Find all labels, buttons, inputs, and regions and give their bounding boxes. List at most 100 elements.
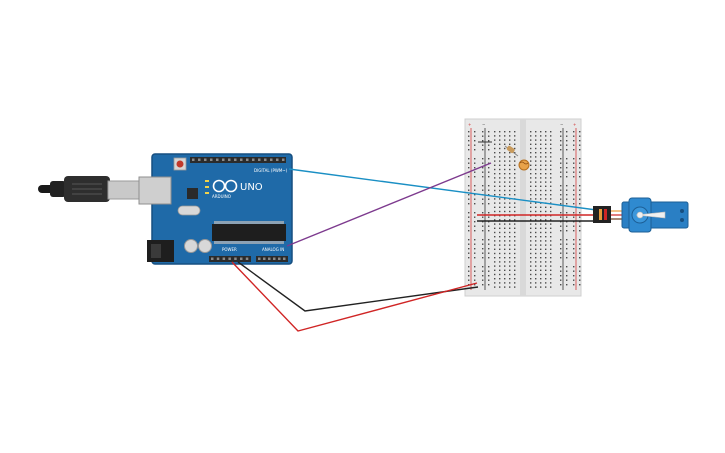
- breadboard-rail-hole[interactable]: [482, 284, 484, 286]
- breadboard-rail-hole[interactable]: [488, 167, 490, 169]
- breadboard-rail-hole[interactable]: [482, 198, 484, 200]
- breadboard-hole[interactable]: [504, 240, 506, 242]
- breadboard-hole[interactable]: [494, 164, 496, 166]
- breadboard-hole[interactable]: [514, 227, 516, 229]
- breadboard-hole[interactable]: [494, 257, 496, 259]
- breadboard-hole[interactable]: [540, 156, 542, 158]
- power-pin[interactable]: [240, 257, 243, 261]
- breadboard-rail-hole[interactable]: [566, 158, 568, 160]
- power-pin[interactable]: [211, 257, 214, 261]
- breadboard-hole[interactable]: [535, 265, 537, 267]
- breadboard-rail-hole[interactable]: [573, 131, 575, 133]
- breadboard-hole[interactable]: [499, 248, 501, 250]
- breadboard-hole[interactable]: [499, 244, 501, 246]
- breadboard-rail-hole[interactable]: [573, 212, 575, 214]
- breadboard-hole[interactable]: [514, 210, 516, 213]
- breadboard-rail-hole[interactable]: [468, 225, 470, 227]
- breadboard-rail-hole[interactable]: [482, 149, 484, 151]
- breadboard-rail-hole[interactable]: [579, 284, 581, 286]
- breadboard-hole[interactable]: [499, 189, 501, 192]
- breadboard-rail-hole[interactable]: [488, 284, 490, 286]
- breadboard-rail-hole[interactable]: [560, 194, 562, 196]
- breadboard-hole[interactable]: [540, 244, 542, 246]
- breadboard-hole[interactable]: [509, 244, 511, 246]
- breadboard-rail-hole[interactable]: [566, 279, 568, 281]
- breadboard-rail-hole[interactable]: [482, 257, 484, 259]
- breadboard-hole[interactable]: [504, 265, 506, 267]
- breadboard-hole[interactable]: [530, 152, 532, 154]
- breadboard-rail-hole[interactable]: [579, 270, 581, 272]
- breadboard-hole[interactable]: [509, 282, 511, 284]
- breadboard-rail-hole[interactable]: [573, 270, 575, 272]
- breadboard-hole[interactable]: [494, 206, 496, 208]
- breadboard-hole[interactable]: [499, 261, 501, 263]
- breadboard-hole[interactable]: [545, 173, 547, 175]
- resistor-icon[interactable]: [504, 145, 519, 157]
- breadboard-hole[interactable]: [540, 147, 542, 150]
- breadboard-rail-hole[interactable]: [566, 135, 568, 137]
- breadboard-rail-hole[interactable]: [579, 131, 581, 133]
- breadboard-hole[interactable]: [535, 194, 537, 196]
- breadboard-hole[interactable]: [550, 265, 552, 267]
- breadboard-hole[interactable]: [545, 198, 547, 200]
- breadboard-hole[interactable]: [540, 164, 542, 166]
- breadboard-hole[interactable]: [535, 210, 537, 213]
- breadboard-rail-hole[interactable]: [573, 171, 575, 173]
- breadboard-hole[interactable]: [535, 173, 537, 175]
- breadboard-hole[interactable]: [509, 219, 511, 221]
- breadboard-hole[interactable]: [530, 269, 532, 271]
- breadboard-rail-hole[interactable]: [488, 239, 490, 241]
- breadboard-hole[interactable]: [499, 210, 501, 213]
- breadboard-rail-hole[interactable]: [560, 144, 562, 146]
- breadboard-rail-hole[interactable]: [579, 257, 581, 259]
- breadboard-hole[interactable]: [530, 147, 532, 150]
- breadboard-hole[interactable]: [514, 185, 516, 187]
- breadboard-rail-hole[interactable]: [488, 176, 490, 178]
- breadboard-rail-hole[interactable]: [566, 203, 568, 205]
- breadboard-hole[interactable]: [499, 227, 501, 229]
- breadboard-rail-hole[interactable]: [560, 216, 562, 218]
- breadboard-hole[interactable]: [499, 273, 501, 276]
- breadboard-rail-hole[interactable]: [482, 144, 484, 146]
- breadboard-rail-hole[interactable]: [482, 140, 484, 142]
- breadboard-rail-hole[interactable]: [579, 167, 581, 169]
- breadboard-rail-hole[interactable]: [474, 135, 476, 137]
- breadboard-rail-hole[interactable]: [566, 266, 568, 268]
- breadboard-hole[interactable]: [530, 202, 532, 204]
- breadboard-hole[interactable]: [540, 139, 542, 141]
- breadboard-rail-hole[interactable]: [474, 194, 476, 196]
- breadboard-hole[interactable]: [504, 227, 506, 229]
- breadboard-hole[interactable]: [514, 265, 516, 267]
- breadboard-hole[interactable]: [499, 156, 501, 158]
- breadboard-hole[interactable]: [514, 273, 516, 276]
- breadboard-hole[interactable]: [535, 143, 537, 145]
- breadboard-hole[interactable]: [514, 160, 516, 162]
- breadboard-hole[interactable]: [545, 143, 547, 145]
- breadboard-hole[interactable]: [504, 143, 506, 145]
- breadboard-hole[interactable]: [530, 252, 532, 255]
- analog-pin[interactable]: [283, 257, 286, 261]
- breadboard-hole[interactable]: [504, 160, 506, 162]
- breadboard-rail-hole[interactable]: [474, 140, 476, 142]
- breadboard-hole[interactable]: [545, 273, 547, 276]
- breadboard-hole[interactable]: [509, 135, 511, 137]
- breadboard-hole[interactable]: [545, 135, 547, 137]
- breadboard-rail-hole[interactable]: [488, 189, 490, 191]
- breadboard-rail-hole[interactable]: [560, 185, 562, 187]
- breadboard-rail-hole[interactable]: [482, 171, 484, 173]
- breadboard-rail-hole[interactable]: [474, 266, 476, 268]
- breadboard-rail-hole[interactable]: [579, 212, 581, 214]
- breadboard-hole[interactable]: [530, 194, 532, 196]
- breadboard-rail-hole[interactable]: [560, 252, 562, 254]
- breadboard-rail-hole[interactable]: [579, 279, 581, 281]
- breadboard-hole[interactable]: [494, 248, 496, 250]
- breadboard-hole[interactable]: [545, 152, 547, 154]
- breadboard-rail-hole[interactable]: [566, 198, 568, 200]
- breadboard-hole[interactable]: [550, 194, 552, 196]
- breadboard-hole[interactable]: [499, 240, 501, 242]
- breadboard-hole[interactable]: [494, 210, 496, 213]
- breadboard-hole[interactable]: [535, 261, 537, 263]
- breadboard-hole[interactable]: [499, 139, 501, 141]
- breadboard-rail-hole[interactable]: [488, 275, 490, 277]
- breadboard-hole[interactable]: [509, 273, 511, 276]
